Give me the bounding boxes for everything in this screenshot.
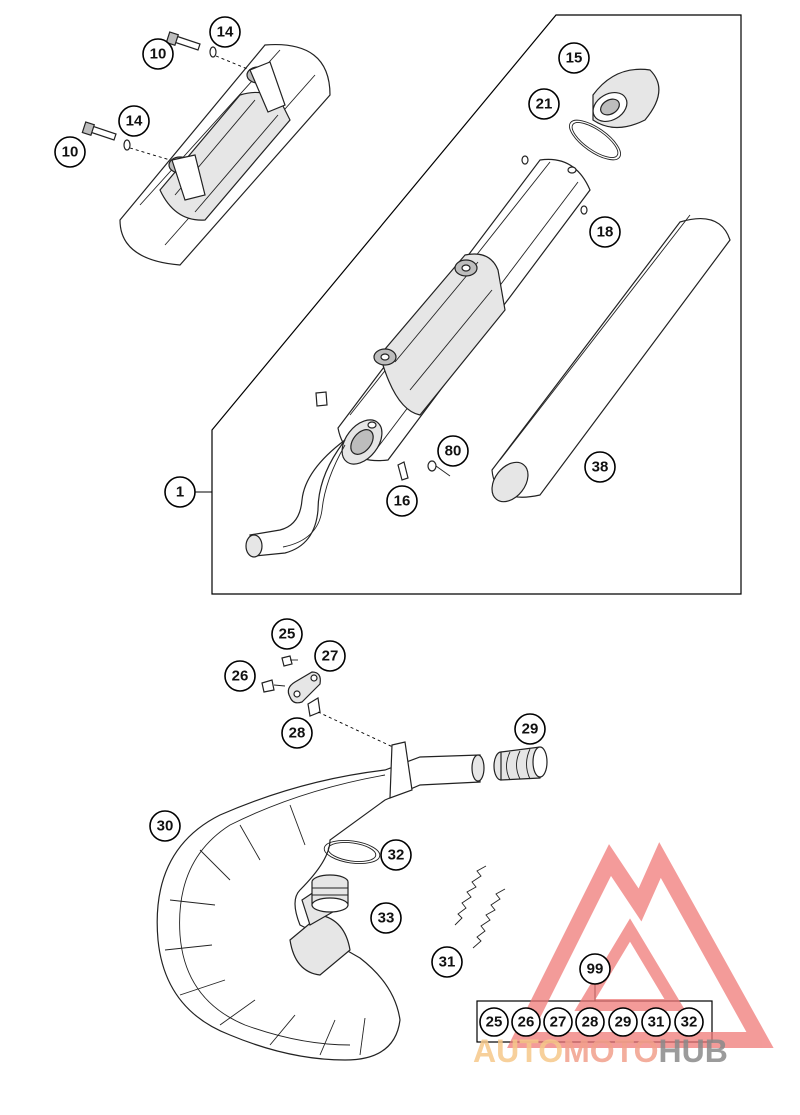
- callout-21: 21: [528, 88, 560, 120]
- svg-text:14: 14: [126, 113, 143, 130]
- callout-26: 26: [224, 660, 256, 692]
- svg-text:31: 31: [648, 1014, 665, 1031]
- callout-80: 80: [437, 435, 469, 467]
- callout-15: 15: [558, 42, 590, 74]
- link-pipe: [249, 439, 346, 557]
- callout-10-upper: 10: [142, 38, 174, 70]
- kit-item-26: 26: [511, 1007, 541, 1037]
- kit-item-32: 32: [674, 1007, 704, 1037]
- callout-99: 99: [579, 953, 611, 985]
- rubber-sleeve: [493, 746, 548, 781]
- svg-text:99: 99: [587, 961, 604, 978]
- svg-text:1: 1: [176, 484, 184, 501]
- callout-32: 32: [380, 839, 412, 871]
- callout-25: 25: [271, 618, 303, 650]
- callout-18: 18: [589, 216, 621, 248]
- svg-text:15: 15: [566, 50, 583, 67]
- callout-38: 38: [584, 451, 616, 483]
- watermark-text: AUTOMOTOHUB: [473, 1033, 728, 1069]
- callout-33: 33: [370, 902, 402, 934]
- callout-10-lower: 10: [54, 136, 86, 168]
- svg-text:33: 33: [378, 910, 395, 927]
- svg-text:21: 21: [536, 96, 553, 113]
- kit-item-28: 28: [575, 1007, 605, 1037]
- svg-text:14: 14: [217, 24, 234, 41]
- svg-text:27: 27: [322, 648, 339, 665]
- callout-14-lower: 14: [118, 105, 150, 137]
- bracket-parts: [261, 655, 396, 749]
- kit-item-31: 31: [641, 1007, 671, 1037]
- svg-text:26: 26: [232, 668, 249, 685]
- end-cap: [592, 68, 660, 129]
- svg-text:25: 25: [279, 626, 296, 643]
- mounting-inset: [81, 31, 331, 266]
- svg-text:25: 25: [486, 1014, 503, 1031]
- callout-31: 31: [431, 946, 463, 978]
- silencer-assembly-frame: [211, 14, 742, 595]
- svg-text:28: 28: [582, 1014, 599, 1031]
- svg-text:27: 27: [550, 1014, 567, 1031]
- svg-text:29: 29: [615, 1014, 632, 1031]
- svg-text:32: 32: [388, 847, 405, 864]
- svg-text:28: 28: [289, 725, 306, 742]
- svg-text:16: 16: [394, 493, 411, 510]
- svg-text:38: 38: [592, 459, 609, 476]
- springs: [454, 865, 506, 949]
- svg-text:80: 80: [445, 443, 462, 460]
- callout-1: 1: [164, 476, 196, 508]
- callout-28: 28: [281, 717, 313, 749]
- svg-text:29: 29: [522, 721, 539, 738]
- seal-ring: [323, 839, 381, 865]
- callout-29: 29: [514, 713, 546, 745]
- manifold-seal: [311, 874, 349, 913]
- svg-text:32: 32: [681, 1014, 698, 1031]
- kit-item-29: 29: [608, 1007, 638, 1037]
- callout-16: 16: [386, 485, 418, 517]
- callout-14-upper: 14: [209, 16, 241, 48]
- svg-text:10: 10: [62, 144, 79, 161]
- svg-text:30: 30: [157, 818, 174, 835]
- svg-text:26: 26: [518, 1014, 535, 1031]
- o-ring: [569, 119, 621, 161]
- callout-27: 27: [314, 640, 346, 672]
- svg-text:10: 10: [150, 46, 167, 63]
- kit-item-25: 25: [479, 1007, 509, 1037]
- svg-text:18: 18: [597, 224, 614, 241]
- silencer-body: [315, 155, 591, 465]
- silencer-packing: [491, 214, 731, 503]
- kit-item-27: 27: [543, 1007, 573, 1037]
- svg-text:31: 31: [439, 954, 456, 971]
- callout-30: 30: [149, 810, 181, 842]
